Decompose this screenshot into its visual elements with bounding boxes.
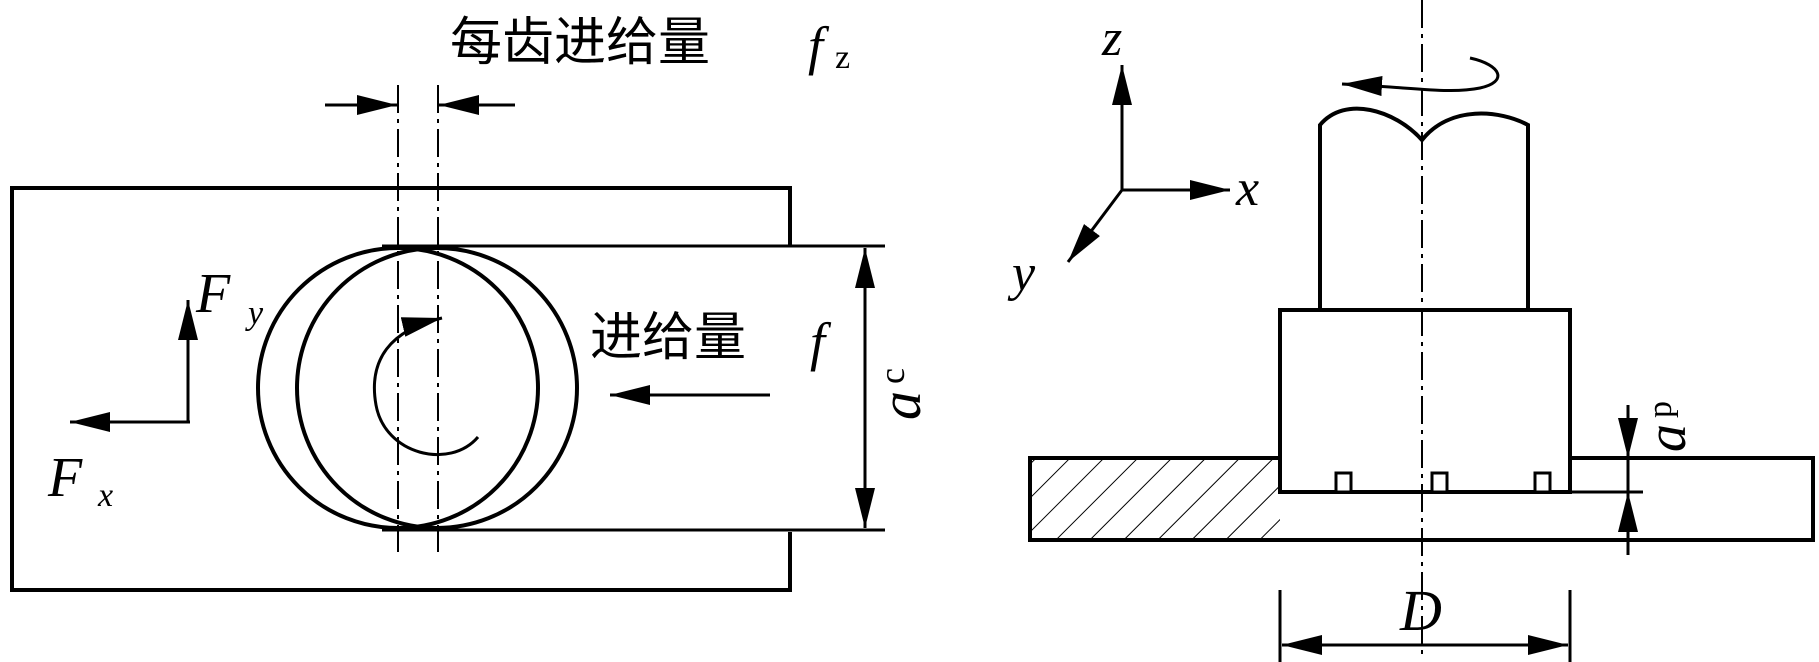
insert-right [1533,471,1552,494]
insert-left [1334,471,1353,494]
feed-label: 进给量 [590,308,746,368]
axis-z-label: z [1101,10,1122,67]
rotation-arrow [373,316,480,457]
force-x-symbol: F [47,447,83,509]
svg-text:p: p [1642,401,1679,418]
workpiece-hatched [1030,458,1280,540]
left-figure [10,85,885,592]
insert-center [1430,471,1449,494]
force-x-subscript: x [97,477,113,514]
fz-subscript: z [835,39,850,76]
force-y-symbol: F [195,263,231,325]
fz-symbol: f [808,16,830,76]
spindle-rotation-arrow [1341,56,1500,97]
force-y-subscript: y [245,295,264,332]
ac-label: a c [868,368,933,420]
axis-x-label: x [1235,160,1259,217]
feed-symbol: f [810,312,832,372]
right-figure [1028,0,1815,662]
svg-text:c: c [872,368,912,384]
svg-text:a: a [868,391,933,420]
axis-y-arrow [1066,189,1124,263]
cutter-body [1278,308,1572,494]
ap-label: a p [1636,401,1698,452]
cutter-shank [1318,106,1530,310]
feed-per-tooth-label: 每齿进给量 [450,13,710,73]
svg-text:a: a [1636,424,1698,452]
axis-y-label: y [1007,245,1036,302]
workpiece-outline [10,186,792,592]
diameter-label: D [1399,578,1442,643]
